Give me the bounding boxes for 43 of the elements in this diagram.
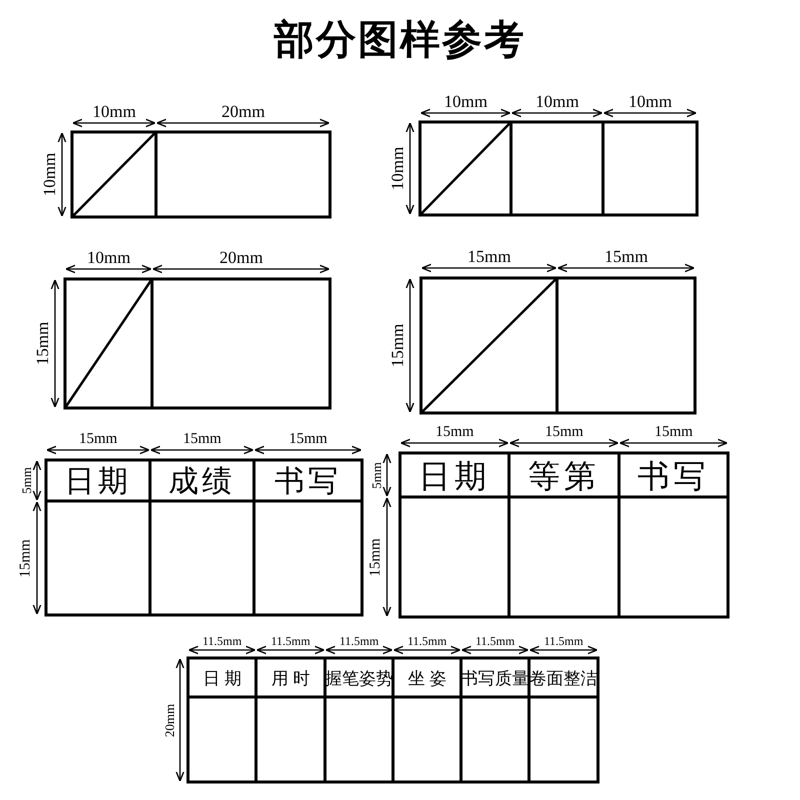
- dimension-label: 15mm: [368, 538, 384, 576]
- column-heading: 日期: [418, 460, 490, 492]
- dimension-label: 10mm: [536, 93, 579, 110]
- dimension-label: 15mm: [183, 432, 222, 447]
- dimension-label: 10mm: [628, 93, 672, 110]
- dimension-label: 5mm: [370, 462, 383, 488]
- dimension-label: 10mm: [389, 146, 406, 190]
- title: 部分图样参考: [274, 20, 526, 60]
- column-heading: 日 期: [203, 670, 242, 687]
- dimension-label: 11.5mm: [340, 635, 379, 647]
- column-heading: 用 时: [272, 670, 310, 687]
- dimension-label: 5mm: [20, 467, 33, 494]
- dimension-label: 15mm: [289, 432, 328, 447]
- dimension-label: 10mm: [92, 103, 136, 120]
- dimension-label: 15mm: [389, 324, 406, 368]
- dimension-label: 15mm: [436, 425, 474, 440]
- dimension-label: 15mm: [545, 425, 584, 440]
- dimension-label: 10mm: [87, 249, 130, 266]
- dimension-label: 20mm: [222, 103, 265, 120]
- dimension-label: 15mm: [604, 248, 648, 265]
- column-heading: 坐 姿: [408, 670, 446, 687]
- dimension-label: 10mm: [41, 152, 58, 196]
- dimension-label: 20mm: [220, 249, 263, 266]
- dimension-label: 10mm: [444, 93, 488, 110]
- dimension-label: 15mm: [468, 248, 511, 265]
- column-heading: 书写: [274, 466, 342, 496]
- dimension-label: 15mm: [18, 538, 34, 578]
- column-heading: 成绩: [168, 466, 236, 496]
- dimension-label: 15mm: [34, 322, 52, 366]
- dimension-label: 11.5mm: [544, 635, 584, 647]
- column-heading: 书写质量: [461, 670, 529, 687]
- dimension-label: 20mm: [163, 703, 176, 737]
- dimension-label: 15mm: [654, 425, 693, 440]
- column-heading: 日期: [64, 466, 132, 496]
- column-heading: 等第: [528, 460, 600, 492]
- dimension-label: 11.5mm: [408, 635, 447, 647]
- column-heading: 卷面整洁: [530, 670, 598, 687]
- dimension-label: 11.5mm: [476, 635, 515, 647]
- dimension-label: 11.5mm: [271, 635, 310, 647]
- column-heading: 握笔姿势: [325, 670, 393, 687]
- dimension-label: 15mm: [79, 432, 118, 447]
- dimension-label: 11.5mm: [202, 635, 242, 647]
- column-heading: 书写: [638, 460, 710, 492]
